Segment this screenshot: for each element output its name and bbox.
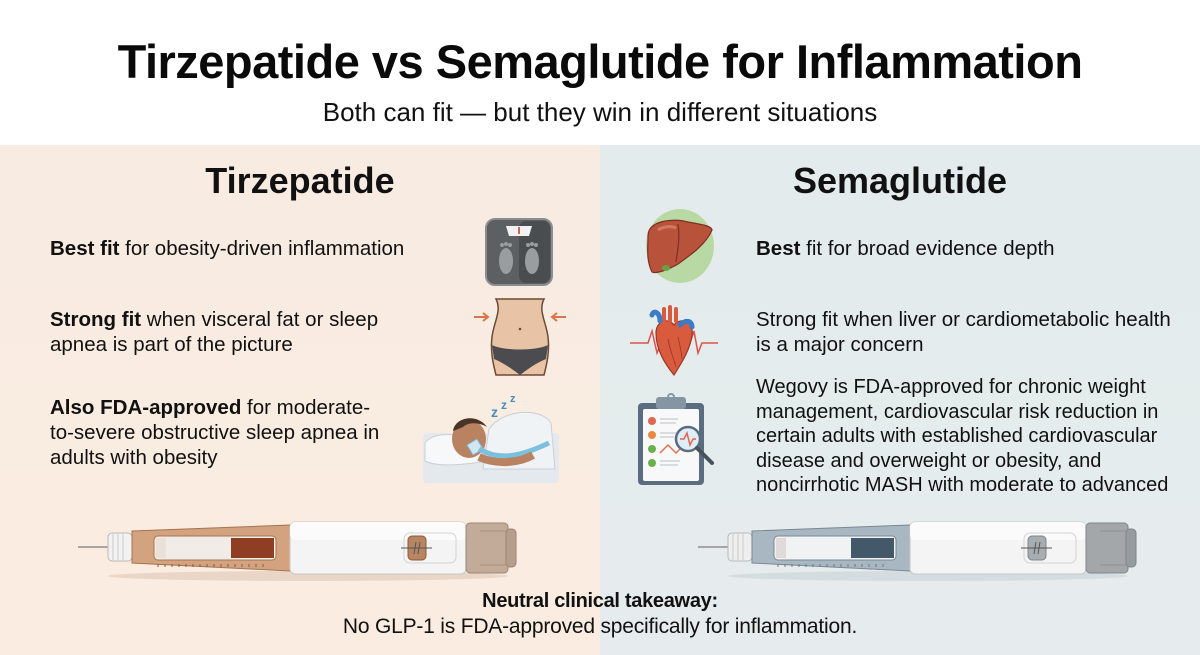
semaglutide-title: Semaglutide — [792, 160, 1008, 201]
sleeping-cpap-icon: z z z — [423, 393, 559, 483]
item-text: Strong fit when liver or cardiometabolic… — [756, 308, 1171, 356]
tirzepatide-item-2: Strong fit when visceral fat or sleep ap… — [50, 307, 430, 357]
page-title: Tirzepatide vs Semaglutide for Inflammat… — [117, 35, 1083, 88]
clipboard-magnifier-icon — [638, 393, 714, 485]
svg-text:z: z — [510, 393, 516, 405]
semaglutide-injection-pen-icon — [698, 521, 1137, 581]
tirzepatide-item-1: Best fit for obesity-driven inflammation — [50, 236, 450, 261]
item-bold: Also FDA-approved — [50, 396, 242, 419]
tirzepatide-panel: Tirzepatide Best fit for obesity-driven … — [0, 145, 600, 655]
item-text: when visceral fat or sleep apnea is part… — [50, 308, 379, 356]
takeaway-heading: Neutral clinical takeaway: — [482, 590, 718, 612]
semaglutide-item-2: Strong fit when liver or cardiometabolic… — [756, 307, 1176, 357]
tirzepatide-title: Tirzepatide — [205, 160, 395, 201]
clinical-takeaway: Neutral clinical takeaway: No GLP-1 is F… — [0, 590, 1200, 639]
item-bold: Best fit — [50, 237, 120, 260]
tirzepatide-item-3: Also FDA-approved for moderate-to-severe… — [50, 395, 380, 470]
heart-ecg-icon — [630, 305, 718, 377]
item-text: fit for broad evidence depth — [800, 237, 1055, 260]
item-text: for moderate-to-severe obstructive sleep… — [50, 396, 380, 469]
header: Tirzepatide vs Semaglutide for Inflammat… — [0, 0, 1200, 145]
weight-scale-icon — [485, 218, 553, 286]
item-bold: Strong fit — [50, 308, 142, 331]
waist-measure-icon — [474, 298, 566, 376]
semaglutide-panel: Semaglutide Best fit for broad evidence … — [600, 145, 1200, 655]
item-text: for obesity-driven inflammation — [119, 237, 405, 260]
takeaway-text: No GLP-1 is FDA-approved specifically fo… — [342, 615, 858, 638]
item-text: Wegovy is FDA-approved for chronic weigh… — [756, 376, 1169, 496]
semaglutide-item-1: Best fit for broad evidence depth — [756, 236, 1176, 261]
page-subtitle: Both can fit — but they win in different… — [322, 97, 878, 127]
item-bold: Best — [756, 237, 801, 260]
svg-text:z: z — [491, 404, 498, 420]
semaglutide-item-3: Wegovy is FDA-approved for chronic weigh… — [756, 375, 1176, 498]
liver-icon — [646, 209, 714, 283]
tirzepatide-injection-pen-icon — [78, 521, 517, 581]
svg-text:z: z — [501, 398, 507, 412]
